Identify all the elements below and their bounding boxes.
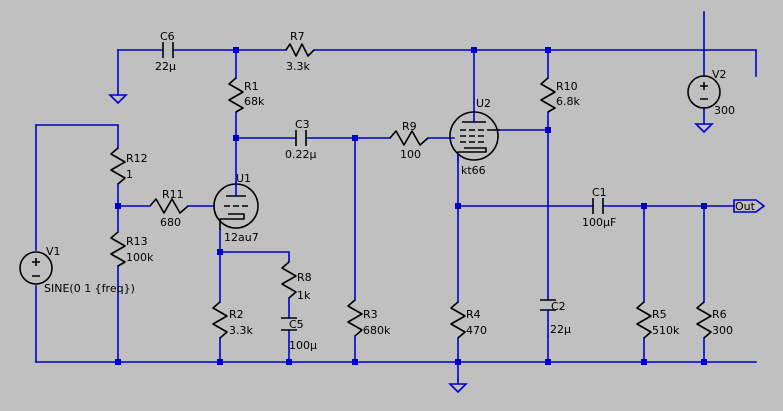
ground-symbol-main: [448, 379, 468, 394]
c3-name: C3: [295, 118, 310, 131]
r6-name: R6: [712, 308, 727, 321]
junctions: [115, 47, 707, 365]
resistor-r11[interactable]: R11 680: [149, 188, 189, 229]
c1-name: C1: [592, 186, 607, 199]
c1-value: 100µF: [582, 216, 616, 229]
voltage-source-v1[interactable]: V1 SINE(0 1 {freq}): [19, 245, 135, 295]
wires: [35, 11, 757, 381]
resistor-r3[interactable]: R3 680k: [347, 299, 391, 337]
r11-name: R11: [162, 188, 184, 201]
c2-value: 22µ: [550, 323, 571, 336]
r2-name: R2: [229, 308, 244, 321]
u1-name: U1: [236, 172, 251, 185]
resistor-r13[interactable]: R13 100k: [110, 231, 154, 267]
u2-model: kt66: [461, 164, 486, 177]
r4-value: 470: [466, 324, 487, 337]
capacitor-c1[interactable]: C1 100µF: [582, 186, 616, 229]
r4-name: R4: [466, 308, 481, 321]
out-label-text: Out: [735, 200, 756, 213]
r5-value: 510k: [652, 324, 680, 337]
resistor-r6[interactable]: R6 300: [696, 301, 733, 339]
u1-model: 12au7: [224, 231, 259, 244]
r3-value: 680k: [363, 324, 391, 337]
r5-name: R5: [652, 308, 667, 321]
wire-r8-c5: [219, 229, 290, 363]
c6-value: 22µ: [155, 60, 176, 73]
resistor-r8[interactable]: R8 1k: [281, 261, 312, 302]
v2-value: 300: [714, 104, 735, 117]
ground-symbol-v2: [694, 123, 714, 134]
c3-value: 0.22µ: [285, 148, 317, 161]
r6-value: 300: [712, 324, 733, 337]
v2-name: V2: [712, 68, 727, 81]
resistor-r9[interactable]: R9 100: [389, 120, 429, 161]
net-label-out[interactable]: Out: [733, 199, 766, 213]
r13-name: R13: [126, 235, 148, 248]
r7-value: 3.3k: [286, 60, 310, 73]
voltage-source-v2[interactable]: V2 300: [687, 68, 735, 117]
capacitor-c6[interactable]: C6 22µ: [155, 30, 176, 73]
r10-name: R10: [556, 80, 578, 93]
ground-symbol-c6: [108, 94, 128, 105]
resistor-r7[interactable]: R7 3.3k: [285, 30, 315, 73]
r12-value: 1: [126, 168, 133, 181]
resistor-r2[interactable]: R2 3.3k: [212, 301, 253, 339]
resistor-r10[interactable]: R10 6.8k: [540, 77, 580, 113]
r1-value: 68k: [244, 95, 265, 108]
v1-name: V1: [46, 245, 61, 258]
r9-value: 100: [400, 148, 421, 161]
c6-name: C6: [160, 30, 175, 43]
c5-name: C5: [289, 318, 304, 331]
r9-name: R9: [402, 120, 417, 133]
r1-name: R1: [244, 80, 259, 93]
wire-v2: [703, 11, 757, 77]
resistor-r1[interactable]: R1 68k: [228, 77, 265, 113]
r12-name: R12: [126, 152, 148, 165]
r7-name: R7: [290, 30, 305, 43]
resistor-r12[interactable]: R12 1: [110, 147, 148, 185]
u2-name: U2: [476, 97, 491, 110]
r10-value: 6.8k: [556, 95, 580, 108]
v1-value: SINE(0 1 {freq}): [44, 282, 135, 295]
tube-u1-12au7[interactable]: U1 12au7: [213, 172, 259, 244]
r3-name: R3: [363, 308, 378, 321]
tube-u2-kt66[interactable]: U2 kt66: [449, 97, 500, 177]
r8-name: R8: [297, 271, 312, 284]
capacitor-c5[interactable]: C5 100µ: [281, 317, 317, 352]
r11-value: 680: [160, 216, 181, 229]
c5-value: 100µ: [289, 339, 317, 352]
c2-name: C2: [551, 300, 566, 313]
r2-value: 3.3k: [229, 324, 253, 337]
capacitor-c3[interactable]: C3 0.22µ: [285, 118, 317, 161]
resistor-r5[interactable]: R5 510k: [636, 301, 680, 339]
capacitor-c2[interactable]: C2 22µ: [540, 299, 571, 337]
resistor-r4[interactable]: R4 470: [450, 301, 487, 339]
wire-r12-r13: [35, 124, 119, 363]
r13-value: 100k: [126, 251, 154, 264]
r8-value: 1k: [297, 289, 311, 302]
